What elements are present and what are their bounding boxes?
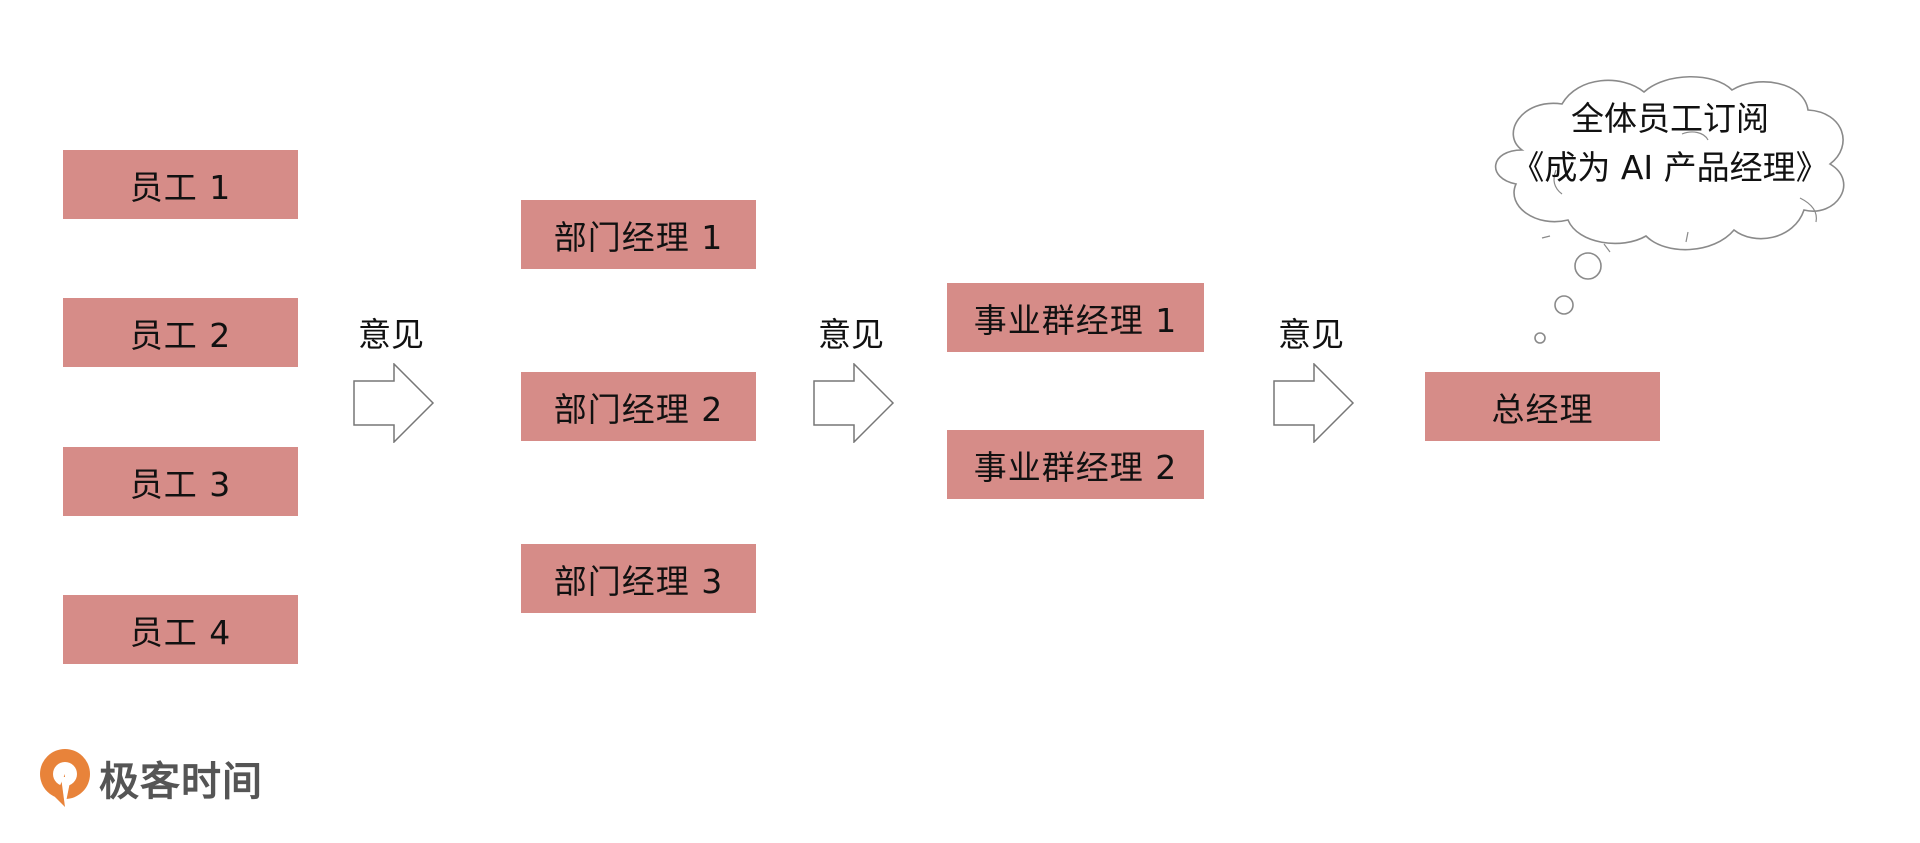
employee-box-1: 员工 1 [63,150,298,219]
dept-manager-box-1: 部门经理 1 [521,200,756,269]
opinion-label-3: 意见 [1278,315,1344,354]
geektime-logo-icon [40,749,90,807]
employee-box-2: 员工 2 [63,298,298,367]
opinion-label-1: 意见 [358,315,424,354]
opinion-label-2: 意见 [818,315,884,354]
right-arrow-icon-1 [353,363,435,443]
bu-manager-box-1: 事业群经理 1 [947,283,1204,352]
cloud-text-line-2: 《成为 AI 产品经理》 [1511,148,1829,187]
geektime-logo: 极客时间 [37,747,263,809]
bu-manager-box-2: 事业群经理 2 [947,430,1204,499]
general-manager-box: 总经理 [1425,372,1660,441]
right-arrow-icon-2 [813,363,895,443]
dept-manager-box-2: 部门经理 2 [521,372,756,441]
employee-box-4: 员工 4 [63,595,298,664]
dept-manager-box-3: 部门经理 3 [521,544,756,613]
cloud-text-line-1: 全体员工订阅 [1571,99,1769,138]
thought-cloud-icon [1494,75,1845,344]
employee-box-3: 员工 3 [63,447,298,516]
logo-text: 极客时间 [99,759,263,805]
right-arrow-icon-3 [1273,363,1355,443]
cloud-text: 全体员工订阅 《成为 AI 产品经理》 [1490,94,1850,192]
